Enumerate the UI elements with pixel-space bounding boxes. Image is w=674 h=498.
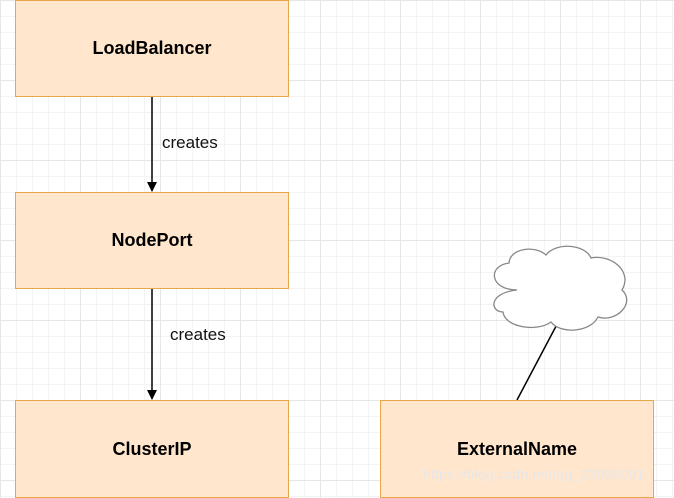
clusterip-label: ClusterIP: [112, 438, 192, 459]
edge-label-creates-1: creates: [162, 133, 218, 152]
loadbalancer-label: LoadBalancer: [92, 38, 212, 58]
loadbalancer-node: LoadBalancer: [15, 0, 289, 97]
watermark-text: https://blog.csdn.net/qq_23995091: [423, 466, 645, 482]
nodeport-node: NodePort: [15, 192, 289, 289]
externalname-label: ExternalName: [456, 438, 578, 459]
edge-label-creates-2: creates: [170, 325, 226, 344]
externalname-node: ExternalName: [380, 400, 654, 498]
cloud-icon: [493, 245, 628, 331]
nodeport-label: NodePort: [111, 230, 193, 250]
edge-externalname-to-cloud: [516, 312, 564, 401]
clusterip-node: ClusterIP: [15, 400, 289, 498]
